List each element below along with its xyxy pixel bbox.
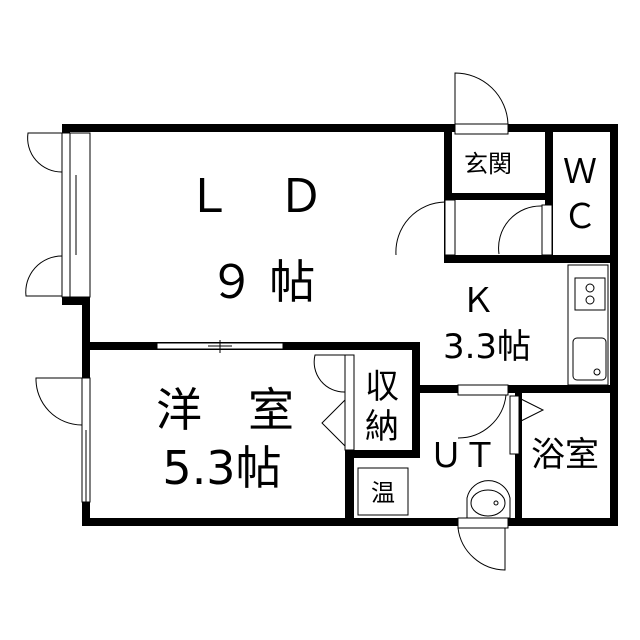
western-room-size: 5.3帖 <box>162 441 281 495</box>
utility-label: ＵＴ <box>429 436 497 476</box>
ld-label: Ｌ Ｄ <box>186 169 324 223</box>
western-room-label: 洋 室 <box>156 383 294 437</box>
kitchen-size: 3.3帖 <box>443 327 531 367</box>
openings <box>25 72 553 571</box>
bath-label: 浴室 <box>531 435 599 475</box>
kitchen-counter <box>567 264 609 386</box>
sink-icon <box>572 337 607 381</box>
storage-label-2: 納 <box>365 407 399 447</box>
entrance-label: 玄関 <box>464 150 512 178</box>
kitchen-label: Ｋ <box>461 281 495 321</box>
ld-size: ９ 帖 <box>209 255 316 309</box>
water-heater-label: 温 <box>371 479 395 507</box>
toilet-label-2: Ｃ <box>563 197 597 237</box>
stove-icon <box>574 277 606 311</box>
washbasin-icon <box>466 480 511 519</box>
water-heater-box <box>357 467 409 516</box>
toilet-label-1: Ｗ <box>563 152 597 192</box>
storage-label-1: 収 <box>365 367 399 407</box>
